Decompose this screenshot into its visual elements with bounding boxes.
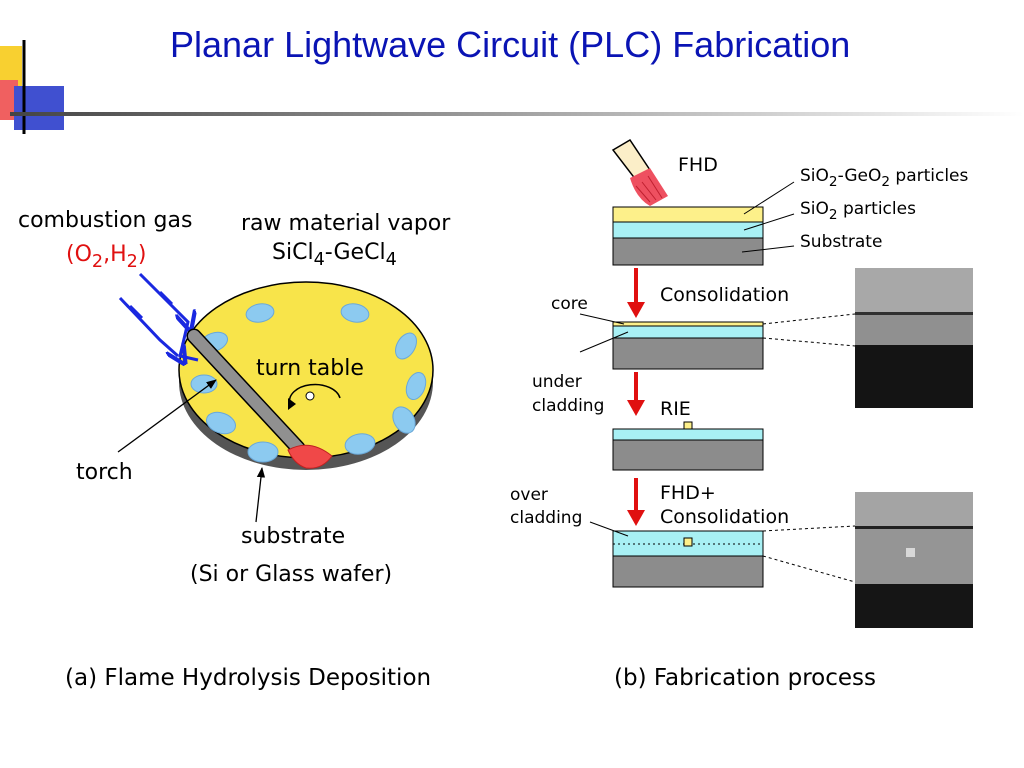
- process-diagram: [579, 138, 973, 628]
- rie-label: RIE: [660, 398, 691, 420]
- turn-table-label: turn table: [256, 356, 364, 381]
- substrate-label: substrate: [241, 524, 346, 549]
- consolidation-label: Consolidation: [660, 284, 790, 306]
- sio2-geo2-particles-label: SiO2-GeO2 particles: [800, 166, 969, 190]
- caption-left: (a) Flame Hydrolysis Deposition: [65, 665, 432, 691]
- fhd-plus-label: FHD+: [660, 482, 716, 504]
- under-cladding-label: cladding: [532, 396, 605, 416]
- under-label: under: [532, 372, 582, 392]
- vapor-formula: SiCl4-GeCl4: [272, 240, 397, 271]
- raw-material-label: raw material vapor: [241, 211, 451, 236]
- core-label: core: [551, 294, 588, 314]
- turn-table-diagram: [117, 272, 434, 523]
- sio2-particles-label: SiO2 particles: [800, 199, 916, 223]
- over-label: over: [510, 485, 548, 505]
- corner-decoration: [0, 40, 1024, 134]
- substrate-note: (Si or Glass wafer): [190, 562, 393, 587]
- page-title: Planar Lightwave Circuit (PLC) Fabricati…: [170, 24, 851, 65]
- combustion-gas-label: combustion gas: [18, 208, 193, 233]
- over-cladding-label: cladding: [510, 508, 583, 528]
- gas-formula: (O2,H2): [66, 242, 147, 273]
- consolidation2-label: Consolidation: [660, 506, 790, 528]
- caption-right: (b) Fabrication process: [614, 665, 877, 691]
- fhd-label: FHD: [678, 154, 718, 176]
- substrate-layer-label: Substrate: [800, 232, 883, 252]
- torch-label: torch: [76, 460, 133, 485]
